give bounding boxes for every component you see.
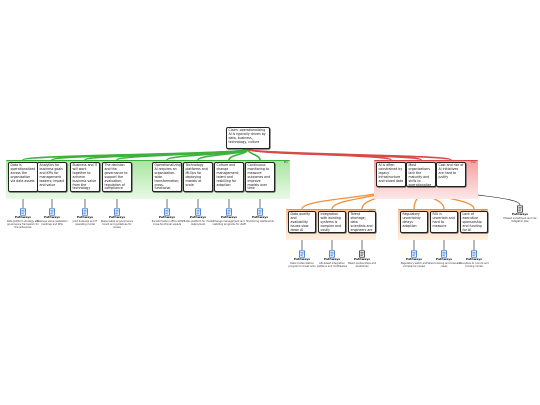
pathway-title: Pathways xyxy=(511,212,529,216)
con-premise[interactable]: Most organizations lack the maturity and… xyxy=(406,162,436,187)
pathway-text: MLOps platform for model deployment xyxy=(182,219,214,226)
pathway-icon xyxy=(20,208,26,216)
pathway-title: Pathways xyxy=(14,215,32,219)
pathway-title: Pathways xyxy=(465,257,483,261)
con-premise[interactable]: AI is often constrained by legacy infras… xyxy=(376,162,406,187)
pathway-icon xyxy=(114,208,120,216)
pathway-title: Pathways xyxy=(251,215,269,219)
sub-con-premise[interactable]: Integration with existing systems is com… xyxy=(318,211,346,233)
con-premise[interactable]: Cost and risk of AI initiatives are hard… xyxy=(436,162,466,187)
pathway-icon xyxy=(82,208,88,216)
pathway-icon xyxy=(329,250,335,258)
pathway-icon xyxy=(411,250,417,258)
pathway-icon xyxy=(257,208,263,216)
pathway-icon xyxy=(195,208,201,216)
pathway-text: Change management and reskilling program… xyxy=(212,219,246,226)
pathway-text: Regulatory watch and compliance review xyxy=(400,261,428,268)
pathway-text: Phased investment and risk mitigation pl… xyxy=(503,216,537,223)
connector xyxy=(247,148,452,161)
pathway-text: Executive AI council and funding model xyxy=(459,261,489,268)
pathway-title: Pathways xyxy=(293,257,311,261)
pathway-text: API-based integration patterns and middl… xyxy=(316,261,348,268)
pathway-icon xyxy=(49,208,55,216)
pathway-icon xyxy=(517,205,523,213)
connector xyxy=(247,148,261,161)
pathway-title: Pathways xyxy=(158,215,176,219)
root-claim[interactable]: Claim: operationalizing AI is typically … xyxy=(226,127,270,149)
pathway-title: Pathways xyxy=(43,215,61,219)
pathway-title: Pathways xyxy=(189,215,207,219)
pathway-text: Talent partnerships and academies xyxy=(347,261,377,268)
pathway-text: Business value realization roadmap and K… xyxy=(36,219,68,226)
sub-con-premise[interactable]: Lack of executive sponsorship and fundin… xyxy=(460,211,488,233)
sub-con-premise[interactable]: ROI is uncertain and hard to measure xyxy=(430,211,458,233)
pathway-text: Data modernization program to break silo… xyxy=(288,261,316,268)
pro-premise[interactable]: Continuous monitoring to measure outcome… xyxy=(245,162,275,192)
pathway-text: Joint business and IT operating model xyxy=(72,219,98,226)
pathway-icon xyxy=(299,250,305,258)
pathway-icon xyxy=(471,250,477,258)
pro-premise[interactable]: Data is operationalized across the organ… xyxy=(8,162,38,192)
pathway-title: Pathways xyxy=(435,257,453,261)
pathway-icon xyxy=(441,250,447,258)
sub-con-premise[interactable]: Data quality and availability issues slo… xyxy=(288,211,316,233)
group-tag: Pro xyxy=(283,161,288,164)
pro-premise[interactable]: Culture and change management; talent an… xyxy=(214,162,244,192)
pathway-title: Pathways xyxy=(405,257,423,261)
pathway-title: Pathways xyxy=(108,215,126,219)
pathway-title: Pathways xyxy=(220,215,238,219)
pathway-text: Monitoring dashboards xyxy=(246,219,274,223)
pathway-text: Value tracking and business cases xyxy=(427,261,461,268)
pro-premise[interactable]: Analytics for business goals and KPIs fo… xyxy=(37,162,67,192)
pathway-text: Transformation office with cross-functio… xyxy=(151,219,183,226)
pathway-icon xyxy=(226,208,232,216)
pathway-title: Pathways xyxy=(76,215,94,219)
pathway-text: Data platform strategy and governance fr… xyxy=(6,219,40,229)
pro-premise[interactable]: Business and IT will work together to ac… xyxy=(70,162,100,192)
group-tag: Con xyxy=(470,161,476,164)
connector-lines xyxy=(22,148,521,250)
sub-con-premise[interactable]: Talent shortage; data scientists and eng… xyxy=(348,211,376,233)
pathway-icon xyxy=(359,250,365,258)
pro-premise[interactable]: Technology platforms and MLOps for deplo… xyxy=(183,162,213,192)
pro-premise[interactable]: The decision and the governance to suppo… xyxy=(102,162,132,192)
pathway-title: Pathways xyxy=(353,257,371,261)
pro-premise[interactable]: Operationalizing AI requires an organiza… xyxy=(152,162,182,192)
pathway-text: Responsible AI governance board and guid… xyxy=(100,219,134,229)
pathway-icon xyxy=(164,208,170,216)
pathway-title: Pathways xyxy=(323,257,341,261)
sub-con-premise[interactable]: Regulatory uncertainty delays adoption xyxy=(400,211,428,233)
